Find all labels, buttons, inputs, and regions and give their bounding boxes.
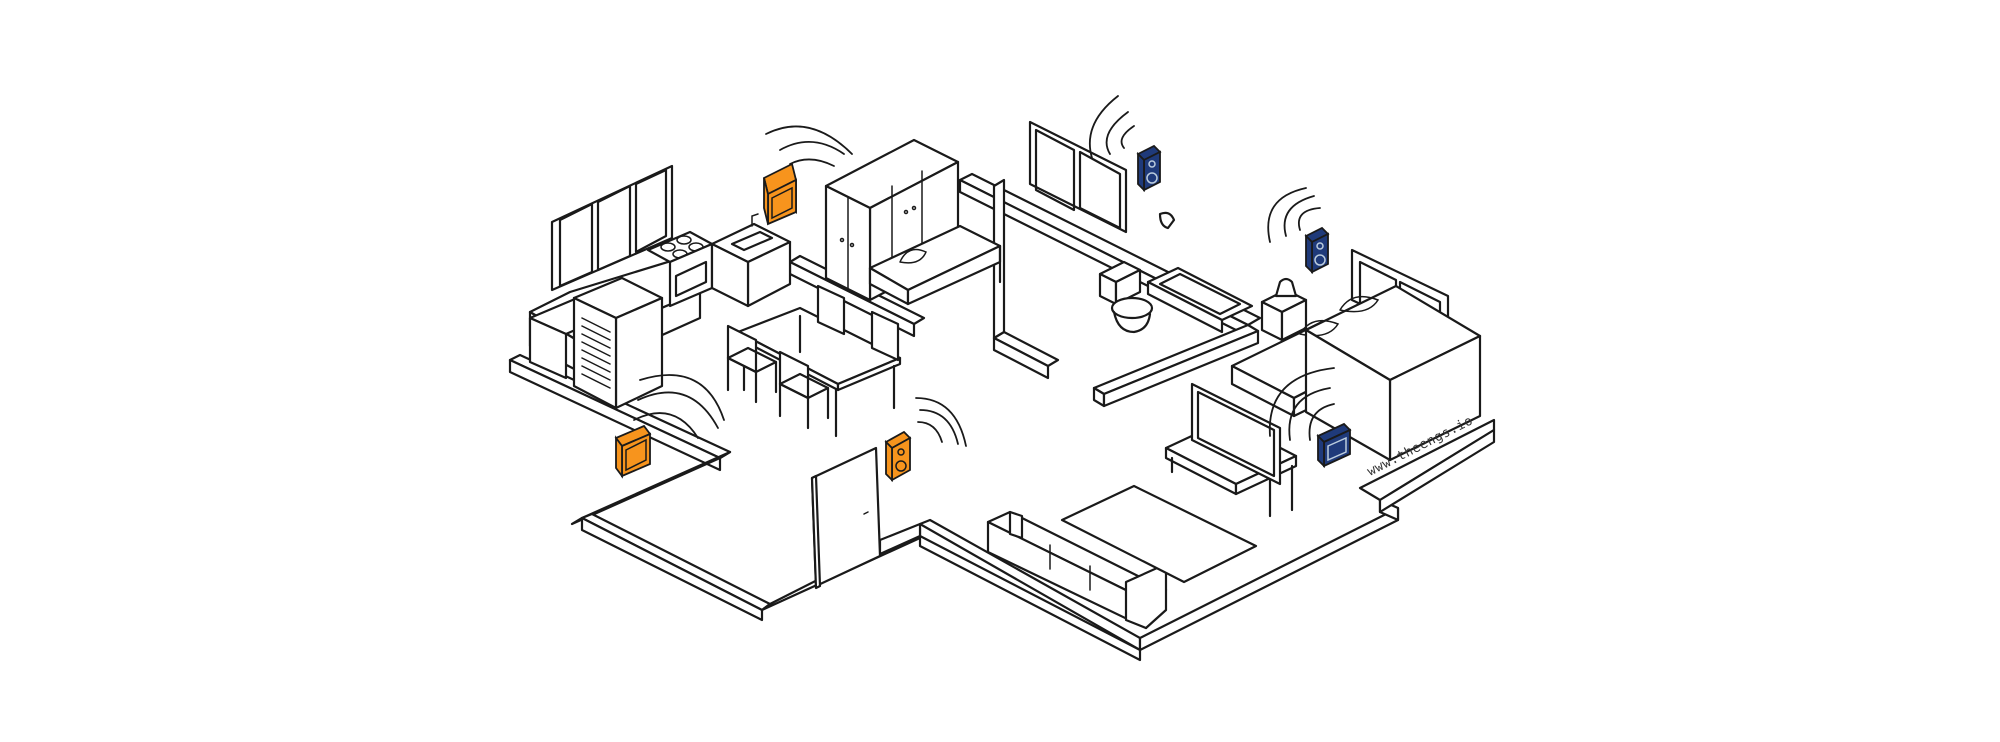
device-bedroom-orange-square [614,424,652,479]
bathroom-partition2-face [1102,329,1260,408]
device-kitchen-orange-square [762,162,798,226]
bathroom-window [1028,120,1128,234]
signal-waves [633,95,1335,447]
device-bathroom-navy-speaker [1136,144,1162,193]
living-wall-ledge-front [1378,428,1496,514]
bathtub [1146,266,1254,334]
tv [1190,382,1282,486]
bottom-right-wall-front [918,534,1142,662]
device-entrance-orange-speaker [884,430,912,483]
toilet [1098,260,1154,334]
device-living-navy-speaker [1304,226,1330,275]
rug [1060,484,1258,584]
device-living-navy-square [1316,422,1352,469]
dining-set [726,284,902,438]
kitchen-window [550,164,674,292]
entrance-wall-top [570,450,732,526]
bedroom-bed [868,224,1002,306]
bottom-left-wall [580,512,772,612]
chair [816,284,846,336]
bottom-left-wall-front [580,516,764,622]
lamp [1274,277,1298,298]
kitchen-wall-ledge-front [508,358,722,472]
fridge-block [528,276,664,410]
bathroom-partition-front [992,336,1050,380]
bottom-sofa [986,510,1168,630]
entrance-door [810,446,882,590]
shower-head [1158,211,1176,230]
door-step-wall [878,522,922,556]
living-room-sofa [1230,284,1482,462]
nightstand [1260,277,1308,342]
chair [870,310,900,362]
